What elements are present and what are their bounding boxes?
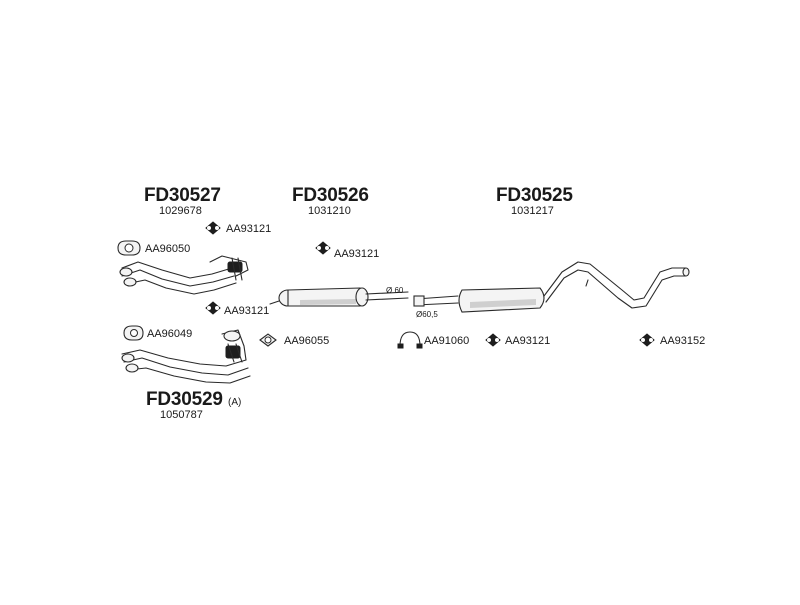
part-label-gasket-front: AA96050 xyxy=(145,243,191,255)
part-label-clamp-rear: AA91060 xyxy=(424,335,470,347)
group-code-fd30526: FD30526 xyxy=(292,185,369,206)
part-label-clamp-mid-left: AA93121 xyxy=(224,305,270,317)
group-code-fd30525: FD30525 xyxy=(496,185,573,206)
front-pipe-lower[interactable] xyxy=(121,329,251,384)
group-number-fd30529: 1050787 xyxy=(160,409,203,421)
group-number-fd30527: 1029678 xyxy=(159,205,202,217)
group-code-fd30529: FD30529 xyxy=(146,389,223,410)
gasket-icon-lower xyxy=(123,325,144,341)
dimension-label-mid: Ø 60 xyxy=(386,286,404,295)
clamp-icon-top-left xyxy=(205,221,221,235)
hanger-icon-tail xyxy=(639,333,655,347)
dimension-label-rear: Ø60,5 xyxy=(416,310,438,319)
group-number-fd30526: 1031210 xyxy=(308,205,351,217)
part-label-clamp-rear-2: AA93121 xyxy=(505,335,551,347)
part-label-hanger-tail: AA93152 xyxy=(660,335,706,347)
gasket-icon-front xyxy=(117,240,141,256)
clamp-icon-mid-left xyxy=(205,301,221,315)
clamp-icon-rear-2 xyxy=(485,333,501,347)
group-variant-fd30529: (A) xyxy=(228,397,242,408)
part-label-clamp-top-left: AA93121 xyxy=(226,223,272,235)
part-label-gasket-center: AA96055 xyxy=(284,335,330,347)
part-label-gasket-lower: AA96049 xyxy=(147,328,193,340)
group-code-fd30527: FD30527 xyxy=(144,185,221,206)
gasket-icon-center xyxy=(259,333,277,347)
clamp-icon-rear xyxy=(397,331,423,349)
clamp-icon-center xyxy=(315,241,331,255)
part-label-clamp-center: AA93121 xyxy=(334,248,380,260)
rear-silencer[interactable] xyxy=(413,261,690,313)
middle-silencer[interactable] xyxy=(269,287,409,307)
group-number-fd30525: 1031217 xyxy=(511,205,554,217)
front-pipe-upper[interactable] xyxy=(119,255,249,295)
